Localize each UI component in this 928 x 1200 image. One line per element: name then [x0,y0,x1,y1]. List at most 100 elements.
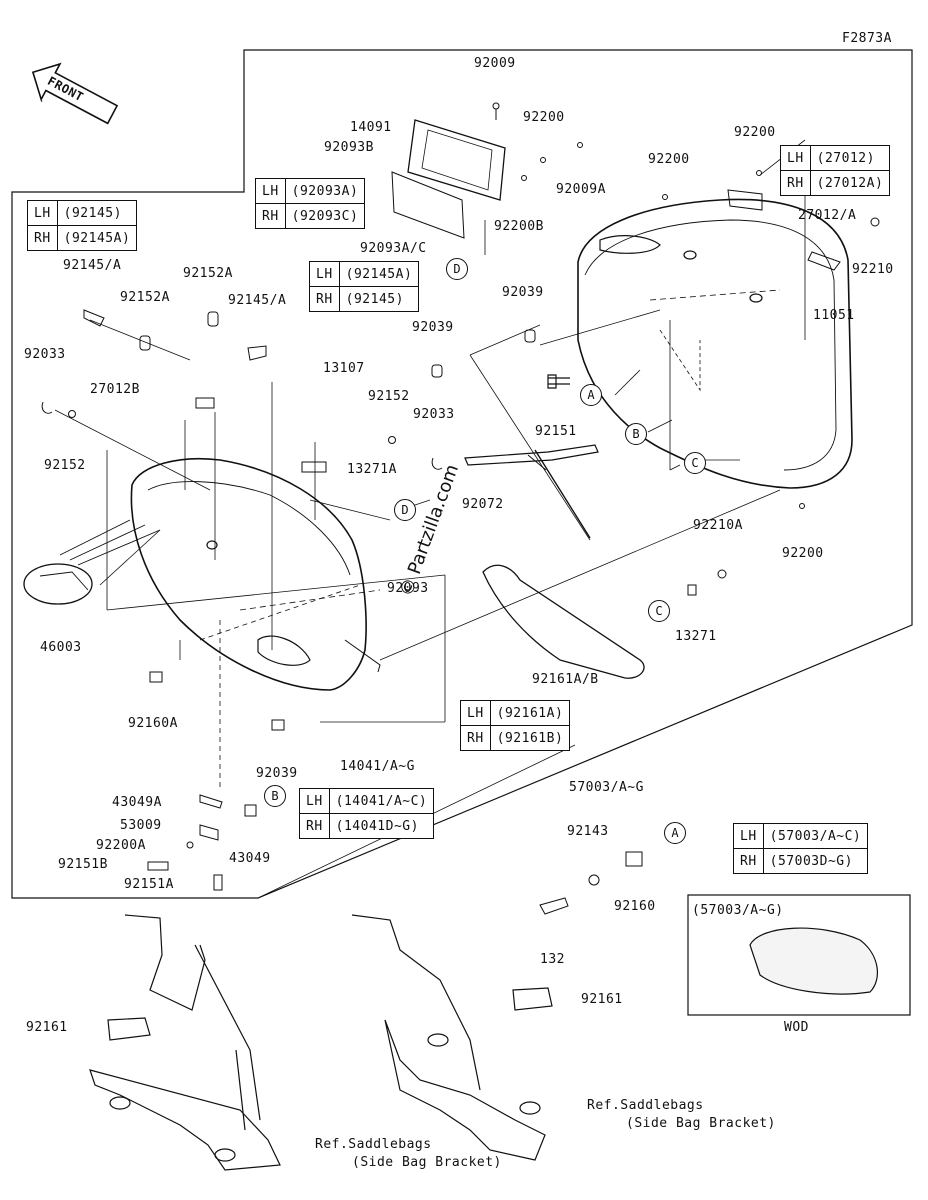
part-cell: (14041/A~C) [328,788,435,814]
small-hardware [41,102,880,915]
figure-code: F2873A [842,31,892,46]
callout-circle: B [625,423,647,445]
part-label: 11051 [813,308,855,323]
lh-rh-table-92161: LH(92161A) RH(92161B) [460,700,571,751]
side-cell: LH [299,788,330,814]
part-label: 92200 [648,152,690,167]
part-label: 92145/A [63,258,122,273]
part-label: 92145/A [228,293,287,308]
lh-rh-table-14041: LH(14041/A~C) RH(14041D~G) [299,788,435,839]
part-label: 92072 [462,497,504,512]
part-label: 92161 [26,1020,68,1035]
part-label: 92152 [368,389,410,404]
part-label: 92093B [324,140,374,155]
part-label: 92161A/B [532,672,599,687]
callout-circle: D [394,499,416,521]
side-cell: RH [255,203,286,229]
callout-circle: D [446,258,468,280]
part-cell: (27012A) [809,170,891,196]
reference-label: (Side Bag Bracket) [352,1155,502,1170]
part-label: 27012B [90,382,140,397]
callout-circle: B [264,785,286,807]
part-cell: (92161B) [489,725,571,751]
wod-label: WOD [784,1020,809,1035]
part-label: 13271A [347,462,397,477]
part-label: 13107 [323,361,365,376]
part-label: 13271 [675,629,717,644]
reference-label: (Side Bag Bracket) [626,1116,776,1131]
part-label: 92200 [523,110,565,125]
part-label: 57003/A~G [569,780,644,795]
part-cell: (57003/A~C) [762,823,869,849]
part-label: 53009 [120,818,162,833]
wod-title: (57003/A~G) [692,903,784,918]
part-label: 92200A [96,838,146,853]
part-label: 43049 [229,851,271,866]
side-cell: RH [27,225,58,251]
left-saddlebag-shell [130,457,381,691]
side-cell: LH [255,178,286,204]
diagram-boundary [11,49,913,899]
part-label: 92039 [502,285,544,300]
part-label: 92210 [852,262,894,277]
part-cell: (92145A) [338,261,420,287]
part-label: 92033 [413,407,455,422]
part-label: 92039 [412,320,454,335]
part-label: 92009A [556,182,606,197]
part-label: 92093 [387,581,429,596]
stay-92072 [464,444,599,539]
part-cell: (92161A) [489,700,571,726]
side-cell: LH [460,700,491,726]
part-label: 92160 [614,899,656,914]
part-label: 92152 [44,458,86,473]
side-cell: RH [299,813,330,839]
side-bag-bracket-right [351,914,553,1161]
lh-rh-table-57003: LH(57003/A~C) RH(57003D~G) [733,823,869,874]
side-cell: LH [780,145,811,171]
part-cell: (92093C) [284,203,366,229]
side-cell: RH [733,848,764,874]
part-cell: (92093A) [284,178,366,204]
part-label: 14041/A~G [340,759,415,774]
part-label: 92200 [734,125,776,140]
part-label: 92151A [124,877,174,892]
lh-rh-table-92145-right: LH(92145A) RH(92145) [309,261,420,312]
part-label: 92161 [581,992,623,1007]
side-cell: LH [27,200,58,226]
part-label: 92200 [782,546,824,561]
pad-92161AB [482,564,645,679]
part-label: 92039 [256,766,298,781]
reference-label: Ref.Saddlebags [587,1098,704,1113]
hinge-bracket-group [391,119,506,239]
part-label: 92152A [183,266,233,281]
wod-bag-icon [749,927,878,995]
callout-circle: A [580,384,602,406]
part-label: 27012/A [798,208,857,223]
part-label: 92009 [474,56,516,71]
part-label: 92210A [693,518,743,533]
callout-circle: A [664,822,686,844]
part-cell: (57003D~G) [762,848,869,874]
right-saddlebag-shell [577,198,853,489]
part-label: 92152A [120,290,170,305]
side-cell: RH [780,170,811,196]
front-arrow-icon [31,62,119,125]
part-cell: (92145A) [56,225,138,251]
part-label: 92033 [24,347,66,362]
side-cell: LH [733,823,764,849]
part-label: 132 [540,952,565,967]
part-label: 92093A/C [360,241,427,256]
lh-rh-table-92145-left: LH(92145) RH(92145A) [27,200,138,251]
callout-circle: C [648,600,670,622]
reference-label: Ref.Saddlebags [315,1137,432,1152]
side-cell: RH [309,286,340,312]
bolt-92151 [547,374,570,389]
side-cell: LH [309,261,340,287]
side-bag-bracket-left [89,914,281,1171]
part-cell: (92145) [338,286,420,312]
part-cell: (27012) [809,145,891,171]
callout-circle: C [684,452,706,474]
part-label: 43049A [112,795,162,810]
part-label: 14091 [350,120,392,135]
